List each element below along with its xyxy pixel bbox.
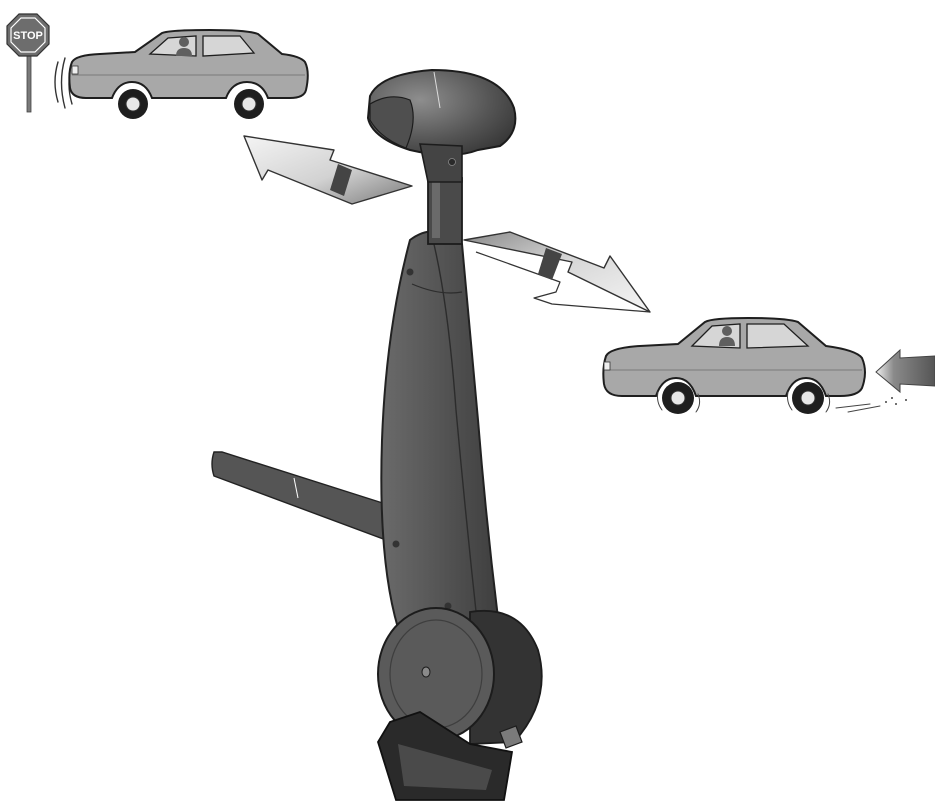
braking-car: [69, 30, 307, 119]
stop-sign-text: STOP: [13, 30, 43, 42]
push-arrow: [876, 350, 935, 392]
accelerating-car: [603, 318, 907, 414]
accelerate-direction-arrow: [464, 232, 650, 312]
stop-sign: STOP: [7, 14, 49, 112]
brake-direction-arrow: [244, 136, 412, 204]
